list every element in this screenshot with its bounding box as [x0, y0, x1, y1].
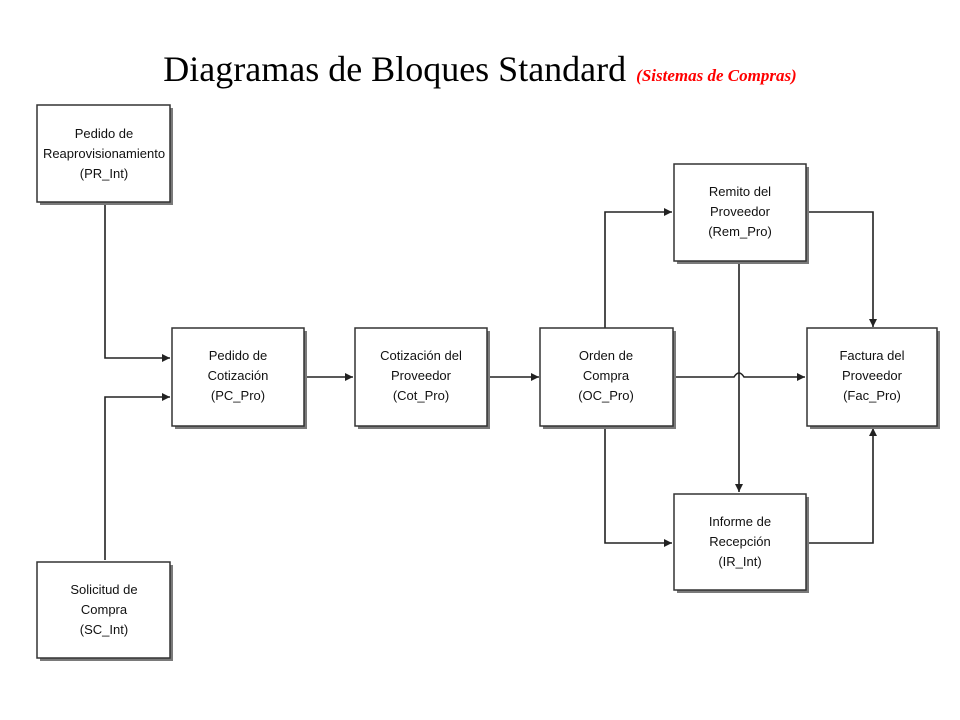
- block-oc-pro-line-3: (OC_Pro): [578, 388, 634, 403]
- block-fac-pro-line-3: (Fac_Pro): [843, 388, 901, 403]
- block-rem-pro-line-1: Remito del: [709, 184, 771, 199]
- block-pr-int: Pedido de Reaprovisionamiento (PR_Int): [36, 104, 173, 205]
- connector-rem-to-fac: [806, 211, 877, 327]
- block-ir-int: Informe de Recepción (IR_Int): [673, 493, 809, 593]
- block-cot-pro-line-2: Proveedor: [391, 368, 452, 383]
- block-sc-int-line-2: Compra: [81, 602, 128, 617]
- block-cot-pro-line-3: (Cot_Pro): [393, 388, 449, 403]
- block-sc-int-line-3: (SC_Int): [80, 622, 128, 637]
- block-pr-int-line-2: Reaprovisionamiento: [43, 146, 165, 161]
- block-oc-pro-line-2: Compra: [583, 368, 630, 383]
- block-rem-pro: Remito del Proveedor (Rem_Pro): [673, 163, 809, 264]
- diagram-title: Diagramas de Bloques Standard (Sistemas d…: [0, 48, 960, 90]
- block-pc-pro-line-3: (PC_Pro): [211, 388, 265, 403]
- connector-pr-to-pc: [104, 205, 170, 362]
- block-sc-int-line-1: Solicitud de: [70, 582, 137, 597]
- block-pr-int-line-1: Pedido de: [75, 126, 134, 141]
- block-oc-pro-line-1: Orden de: [579, 348, 633, 363]
- block-ir-int-line-3: (IR_Int): [718, 554, 761, 569]
- block-sc-int: Solicitud de Compra (SC_Int): [36, 561, 173, 661]
- block-pc-pro: Pedido de Cotización (PC_Pro): [171, 327, 307, 429]
- block-oc-pro: Orden de Compra (OC_Pro): [539, 327, 676, 429]
- block-rem-pro-line-2: Proveedor: [710, 204, 771, 219]
- block-ir-int-line-2: Recepción: [709, 534, 770, 549]
- block-cot-pro: Cotización del Proveedor (Cot_Pro): [354, 327, 490, 429]
- block-pc-pro-line-2: Cotización: [208, 368, 269, 383]
- title-main: Diagramas de Bloques Standard: [163, 49, 627, 89]
- connectors: [104, 205, 877, 560]
- block-rem-pro-line-3: (Rem_Pro): [708, 224, 772, 239]
- connector-sc-to-pc: [104, 393, 170, 560]
- connector-oc-to-ir: [604, 425, 672, 547]
- block-fac-pro-line-1: Factura del: [839, 348, 904, 363]
- block-ir-int-line-1: Informe de: [709, 514, 771, 529]
- block-fac-pro-line-2: Proveedor: [842, 368, 903, 383]
- block-fac-pro: Factura del Proveedor (Fac_Pro): [806, 327, 940, 429]
- connector-ir-to-fac: [806, 428, 877, 544]
- block-cot-pro-line-1: Cotización del: [380, 348, 462, 363]
- block-pr-int-line-3: (PR_Int): [80, 166, 128, 181]
- block-pc-pro-line-1: Pedido de: [209, 348, 268, 363]
- title-subtitle: (Sistemas de Compras): [636, 66, 797, 85]
- connector-oc-to-rem: [604, 208, 672, 328]
